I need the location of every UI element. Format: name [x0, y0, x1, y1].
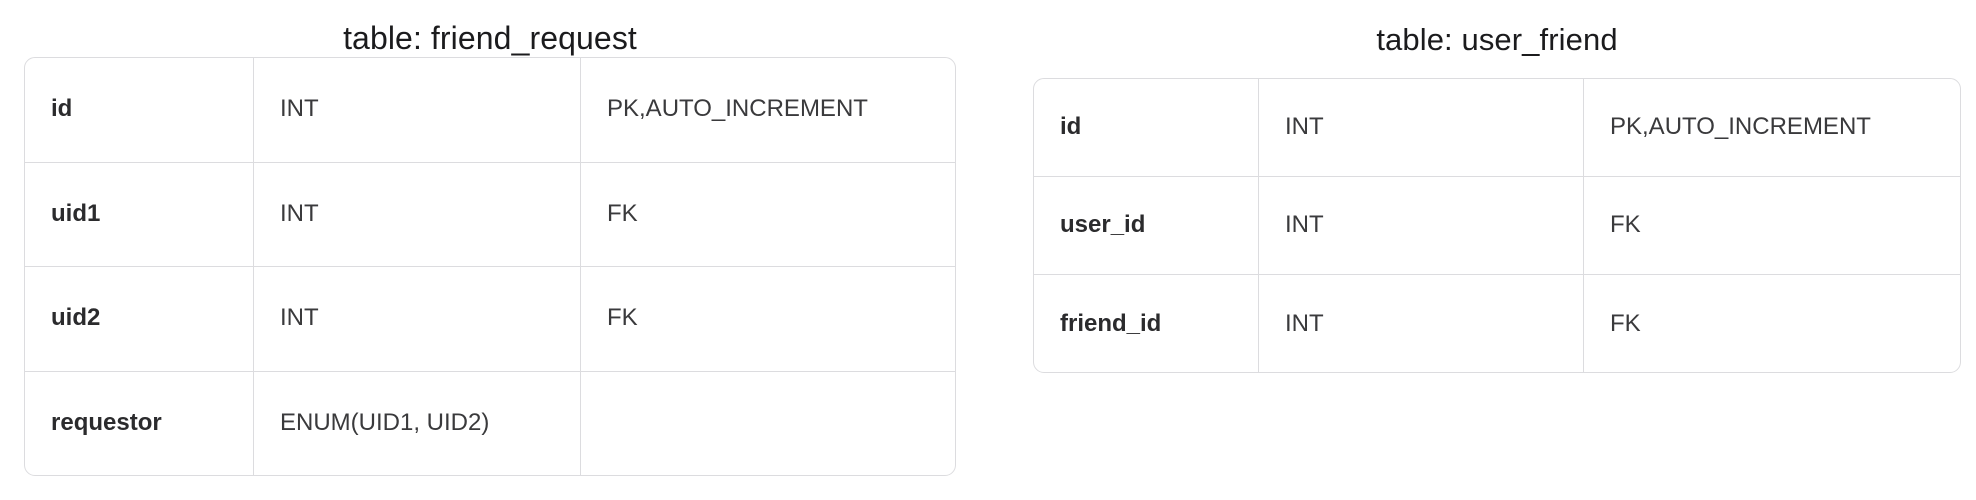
column-type-cell: INT: [254, 58, 581, 162]
table-row: requestor ENUM(UID1, UID2): [25, 371, 955, 476]
column-name-cell: requestor: [25, 371, 254, 475]
column-name-cell: user_id: [1034, 177, 1259, 274]
column-key-cell: FK: [1610, 309, 1641, 337]
column-type-cell: INT: [1259, 275, 1584, 372]
schema-table-user-friend: table: user_friend id INT PK,AUTO_INCREM…: [1033, 20, 1961, 373]
table-row: uid1 INT FK: [25, 162, 955, 267]
schema-table-grid: id INT PK,AUTO_INCREMENT uid1 INT FK uid…: [24, 57, 956, 476]
table-row: uid2 INT FK: [25, 267, 955, 372]
table-title: table: friend_request: [343, 20, 637, 56]
column-type-cell: INT: [254, 267, 581, 371]
schema-table-grid: id INT PK,AUTO_INCREMENT user_id INT FK …: [1033, 78, 1961, 373]
table-row: user_id INT FK: [1034, 177, 1960, 275]
table-row: id INT PK,AUTO_INCREMENT: [25, 58, 955, 163]
column-type-cell: INT: [254, 162, 581, 266]
column-key-cell: FK: [1610, 211, 1641, 239]
column-type-cell: INT: [1259, 177, 1584, 274]
column-key-cell: FK: [607, 304, 638, 332]
column-type-cell: ENUM(UID1, UID2): [254, 371, 581, 475]
column-key-cell: PK,AUTO_INCREMENT: [1610, 113, 1871, 141]
column-key-cell: PK,AUTO_INCREMENT: [607, 95, 868, 123]
column-name-cell: id: [25, 58, 254, 162]
column-name-cell: id: [1034, 79, 1259, 176]
column-name-cell: friend_id: [1034, 275, 1259, 372]
table-row: id INT PK,AUTO_INCREMENT: [1034, 79, 1960, 177]
schema-table-friend-request: table: friend_request id INT PK,AUTO_INC…: [24, 18, 956, 476]
column-name-cell: uid2: [25, 267, 254, 371]
table-row: friend_id INT FK: [1034, 275, 1960, 372]
table-title: table: user_friend: [1376, 22, 1618, 57]
column-key-cell: FK: [607, 199, 638, 227]
column-type-cell: INT: [1259, 79, 1584, 176]
column-key-cell: [581, 372, 955, 476]
column-name-cell: uid1: [25, 162, 254, 266]
